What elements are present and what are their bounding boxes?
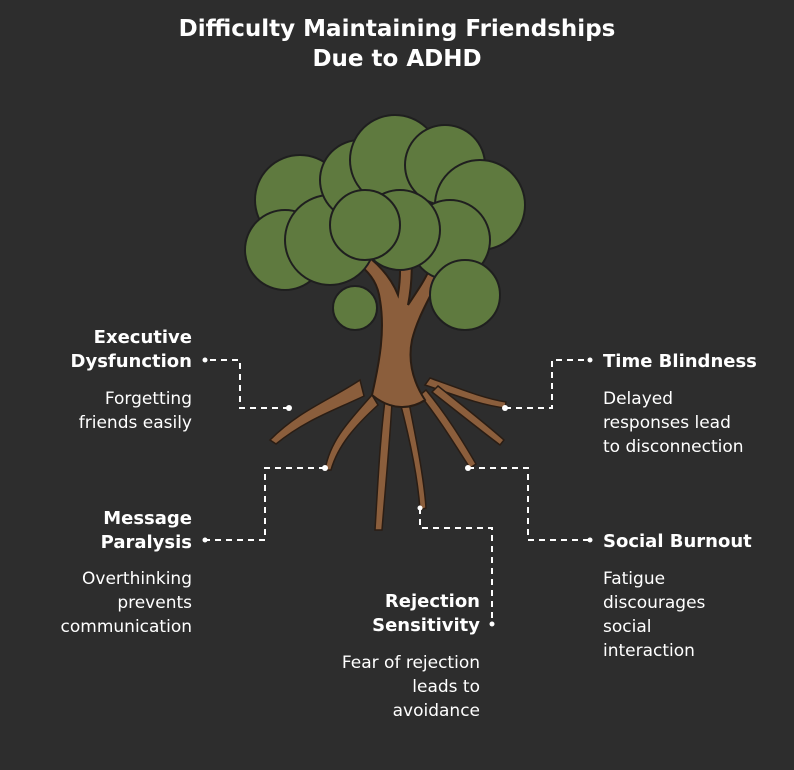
message-desc-line-1: Overthinking: [82, 569, 192, 589]
social-burnout-heading: Social Burnout: [603, 531, 752, 552]
connector-message: [205, 467, 325, 541]
connector-dots: [202, 357, 593, 627]
diagram-title: Difficulty Maintaining Friendships Due t…: [0, 14, 794, 74]
burnout-desc-line-3: social: [603, 617, 652, 637]
executive-dysfunction-heading: Executive Dysfunction: [30, 326, 192, 374]
rejection-desc-line-3: avoidance: [392, 701, 480, 721]
connector-executive: [205, 359, 289, 409]
burnout-desc-line-4: interaction: [603, 641, 695, 661]
time-desc-line-3: to disconnection: [603, 437, 744, 457]
message-heading-line-2: Paralysis: [100, 532, 192, 553]
title-line-2: Due to ADHD: [312, 46, 482, 72]
title-line-1: Difficulty Maintaining Friendships: [178, 16, 616, 42]
connectors: [205, 359, 590, 624]
rejection-sensitivity-description: Fear of rejection leads to avoidance: [290, 651, 480, 723]
rejection-desc-line-1: Fear of rejection: [341, 653, 480, 673]
social-burnout-description: Fatigue discourages social interaction: [603, 567, 788, 663]
executive-heading-line-1: Executive: [93, 327, 192, 348]
rejection-heading-line-1: Rejection: [384, 591, 480, 612]
connector-rejection: [419, 508, 493, 624]
time-desc-line-1: Delayed: [603, 389, 674, 409]
message-desc-line-3: communication: [60, 617, 192, 637]
time-blindness-description: Delayed responses lead to disconnection: [603, 387, 788, 459]
message-paralysis-description: Overthinking prevents communication: [30, 567, 192, 639]
time-blindness-heading: Time Blindness: [603, 351, 757, 372]
rejection-sensitivity-heading: Rejection Sensitivity: [290, 590, 480, 638]
executive-desc-line-1: Forgetting: [104, 389, 192, 409]
message-desc-line-2: prevents: [117, 593, 192, 613]
executive-dysfunction-description: Forgetting friends easily: [30, 387, 192, 435]
rejection-heading-line-2: Sensitivity: [372, 615, 480, 636]
message-heading-line-1: Message: [103, 508, 192, 529]
tree-foliage: [244, 114, 526, 331]
rejection-desc-line-2: leads to: [412, 677, 480, 697]
connector-burnout: [468, 467, 590, 541]
message-paralysis-heading: Message Paralysis: [30, 507, 192, 555]
tree-roots: [268, 377, 507, 531]
connector-time: [505, 359, 590, 409]
time-desc-line-2: responses lead: [603, 413, 731, 433]
burnout-desc-line-1: Fatigue: [603, 569, 666, 589]
executive-heading-line-2: Dysfunction: [70, 351, 192, 372]
executive-desc-line-2: friends easily: [78, 413, 192, 433]
burnout-desc-line-2: discourages: [603, 593, 706, 613]
